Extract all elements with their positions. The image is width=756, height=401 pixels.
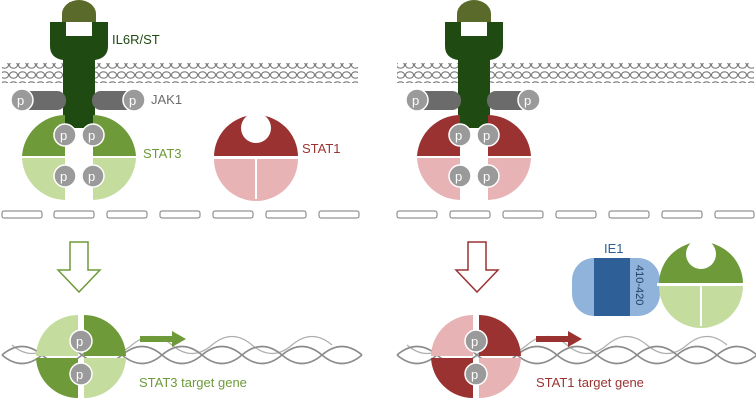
jak1-label: JAK1 (151, 92, 182, 107)
ie1-region-label: 410-420 (633, 265, 645, 305)
stat1-dimer-dna: p p (431, 315, 521, 399)
phosphate-label: p (455, 169, 462, 184)
ie1-label: IE1 (604, 241, 624, 256)
jak1-right: p p (405, 88, 541, 112)
phosphate-label: p (17, 93, 24, 108)
stat3-dimer-dna: p p (36, 315, 126, 399)
il6-label-left: IL6 (68, 0, 86, 14)
stat3-monomer-ie1 (657, 239, 745, 328)
stat1-label-left: STAT1 (302, 141, 341, 156)
cell-membrane-left (2, 63, 358, 83)
phosphate-label: p (60, 128, 67, 143)
phosphate-label: p (471, 367, 478, 382)
phosphate-label: p (471, 334, 478, 349)
nuclear-membrane-right (396, 210, 755, 219)
receptor-label-left: IL6R/ST (112, 32, 160, 47)
right-panel: p p p p p p (396, 0, 756, 399)
phosphate-label: p (455, 128, 462, 143)
jak1-left: p p (10, 88, 146, 112)
phosphate-label: p (483, 169, 490, 184)
phosphate-label: p (524, 93, 531, 108)
phosphate-label: p (76, 334, 83, 349)
phosphate-label: p (129, 93, 136, 108)
phosphate-label: p (483, 128, 490, 143)
stat1-dimer-receptor: p p p p (417, 115, 531, 200)
stat3-dimer-receptor: p p p p (22, 115, 136, 200)
il6-ligand-right (457, 0, 491, 22)
il6-ligand-left (62, 0, 96, 22)
cell-membrane-right (397, 63, 754, 83)
phosphate-label: p (60, 169, 67, 184)
phosphate-label: p (88, 128, 95, 143)
phosphate-label: p (88, 169, 95, 184)
il6-receptor-right (445, 22, 503, 128)
stat3-label: STAT3 (143, 146, 182, 161)
transcription-arrow-left (140, 331, 186, 347)
phosphate-label: p (412, 93, 419, 108)
translocation-arrow-right (454, 241, 500, 294)
stat1-monomer-left (212, 113, 300, 201)
phosphate-label: p (76, 367, 83, 382)
transcription-arrow-right (536, 331, 582, 347)
nuclear-membrane-left (1, 210, 360, 219)
translocation-arrow-left (56, 241, 102, 294)
left-panel: IL6 IL6R/ST p p JAK1 p p p p STAT3 (1, 0, 363, 399)
il6-receptor-left (50, 22, 108, 128)
stat3-target-gene-label: STAT3 target gene (139, 375, 247, 390)
stat1-target-gene-label: STAT1 target gene (536, 375, 644, 390)
ie1-protein (572, 258, 660, 316)
